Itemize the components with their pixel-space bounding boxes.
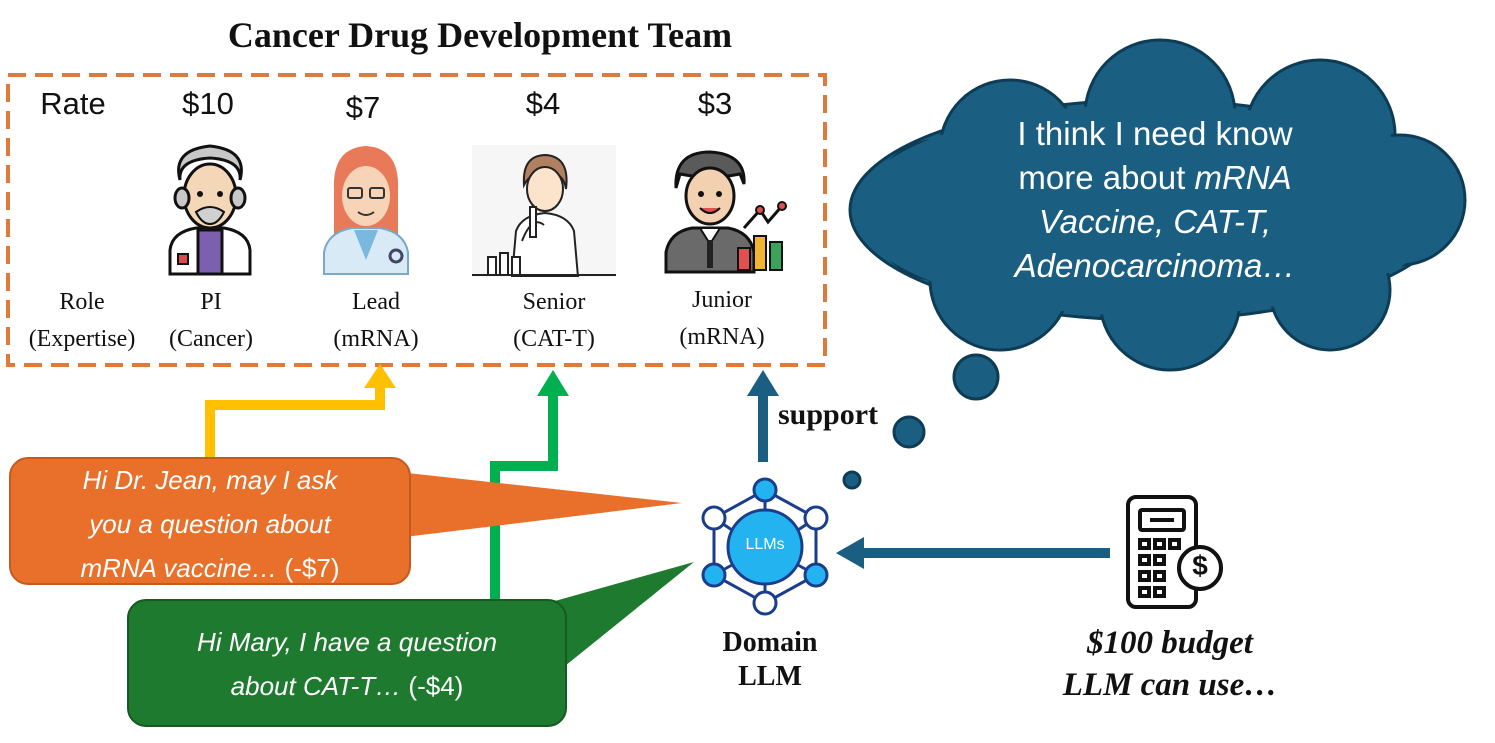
lab-researcher-icon xyxy=(472,145,616,277)
thought-line4: Adenocarcinoma… xyxy=(1014,247,1296,284)
green-bubble-line1: Hi Mary, I have a question xyxy=(196,627,498,657)
arrow-to-senior-head xyxy=(537,370,569,396)
orange-bubble-line3: mRNA vaccine… (-$7) xyxy=(10,546,410,590)
orange-bubble-line2: you a question about xyxy=(89,509,331,539)
member-role-lead-expertise: (mRNA) xyxy=(333,326,419,352)
thought-dot-small xyxy=(842,470,862,490)
orange-bubble-line3-italic: mRNA vaccine… xyxy=(80,553,278,583)
member-role-junior-expertise: (mRNA) xyxy=(679,324,765,350)
member-role-senior-expertise: (CAT-T) xyxy=(513,326,595,352)
budget-arrow-head xyxy=(836,537,864,569)
member-role-pi-title: PI xyxy=(200,289,222,315)
member-role-senior: Senior (CAT-T) xyxy=(469,284,639,358)
team-box xyxy=(6,73,827,367)
doctor-woman-icon xyxy=(323,146,409,275)
member-role-senior-title: Senior xyxy=(522,289,586,315)
budget-line1: $100 budget xyxy=(1087,625,1253,661)
member-role-junior-title: Junior xyxy=(692,287,752,313)
green-bubble-line2-italic: about CAT-T… xyxy=(230,671,402,701)
pi-scientist-icon xyxy=(168,144,252,276)
role-label-line2: (Expertise) xyxy=(28,326,136,352)
arrow-to-senior xyxy=(490,392,558,600)
member-role-pi: PI (Cancer) xyxy=(126,284,296,358)
member-role-lead-title: Lead xyxy=(352,289,400,315)
role-label: Role (Expertise) xyxy=(0,284,167,358)
rate-label: Rate xyxy=(40,86,106,121)
green-bubble-cost: (-$4) xyxy=(408,671,464,701)
green-bubble-text: Hi Mary, I have a question about CAT-T… … xyxy=(128,620,566,708)
thought-line1: I think I need know xyxy=(1017,115,1293,152)
calculator-dollar-icon xyxy=(1126,495,1223,609)
arrow-to-lead-head xyxy=(364,364,396,388)
member-rate-lead: $7 xyxy=(345,90,381,125)
member-role-junior: Junior (mRNA) xyxy=(637,282,807,356)
member-rate-senior: $4 xyxy=(525,86,561,121)
support-label: support xyxy=(778,398,879,431)
thought-line2: more about mRNA xyxy=(975,156,1335,200)
orange-bubble-cost: (-$7) xyxy=(284,553,340,583)
thought-line2-italic: mRNA xyxy=(1194,159,1292,196)
orange-bubble-line1: Hi Dr. Jean, may I ask xyxy=(82,465,338,495)
thought-dot-large xyxy=(952,353,1000,401)
thought-line3: Vaccine, CAT-T, xyxy=(1038,203,1272,240)
member-rate-junior: $3 xyxy=(697,86,733,121)
green-speech-bubble xyxy=(127,562,694,727)
member-role-pi-expertise: (Cancer) xyxy=(169,326,253,352)
team-title: Cancer Drug Development Team xyxy=(227,15,733,55)
thought-line2-plain: more about xyxy=(1018,159,1195,196)
role-label-line1: Role xyxy=(59,289,105,315)
domain-line2: LLM xyxy=(738,661,802,692)
member-rate-pi: $10 xyxy=(182,86,234,121)
budget-label: $100 budget LLM can use… xyxy=(1020,622,1320,706)
budget-line2: LLM can use… xyxy=(1062,667,1278,703)
domain-line1: Domain xyxy=(722,627,818,658)
llm-network-icon xyxy=(701,477,829,616)
llm-badge: LLMs xyxy=(745,536,785,553)
domain-llm-label: Domain LLM xyxy=(690,626,850,694)
green-bubble-line2: about CAT-T… (-$4) xyxy=(128,664,566,708)
orange-bubble-text: Hi Dr. Jean, may I ask you a question ab… xyxy=(10,458,410,590)
thought-dot-medium xyxy=(892,415,926,449)
support-arrow-head xyxy=(747,370,779,396)
arrow-to-lead xyxy=(205,384,385,460)
dollar-sign-icon: $ xyxy=(1192,550,1208,581)
orange-speech-bubble xyxy=(9,457,682,585)
thought-text: I think I need know more about mRNA Vacc… xyxy=(975,112,1335,288)
businessman-chart-icon xyxy=(664,150,787,274)
member-role-lead: Lead (mRNA) xyxy=(291,284,461,358)
